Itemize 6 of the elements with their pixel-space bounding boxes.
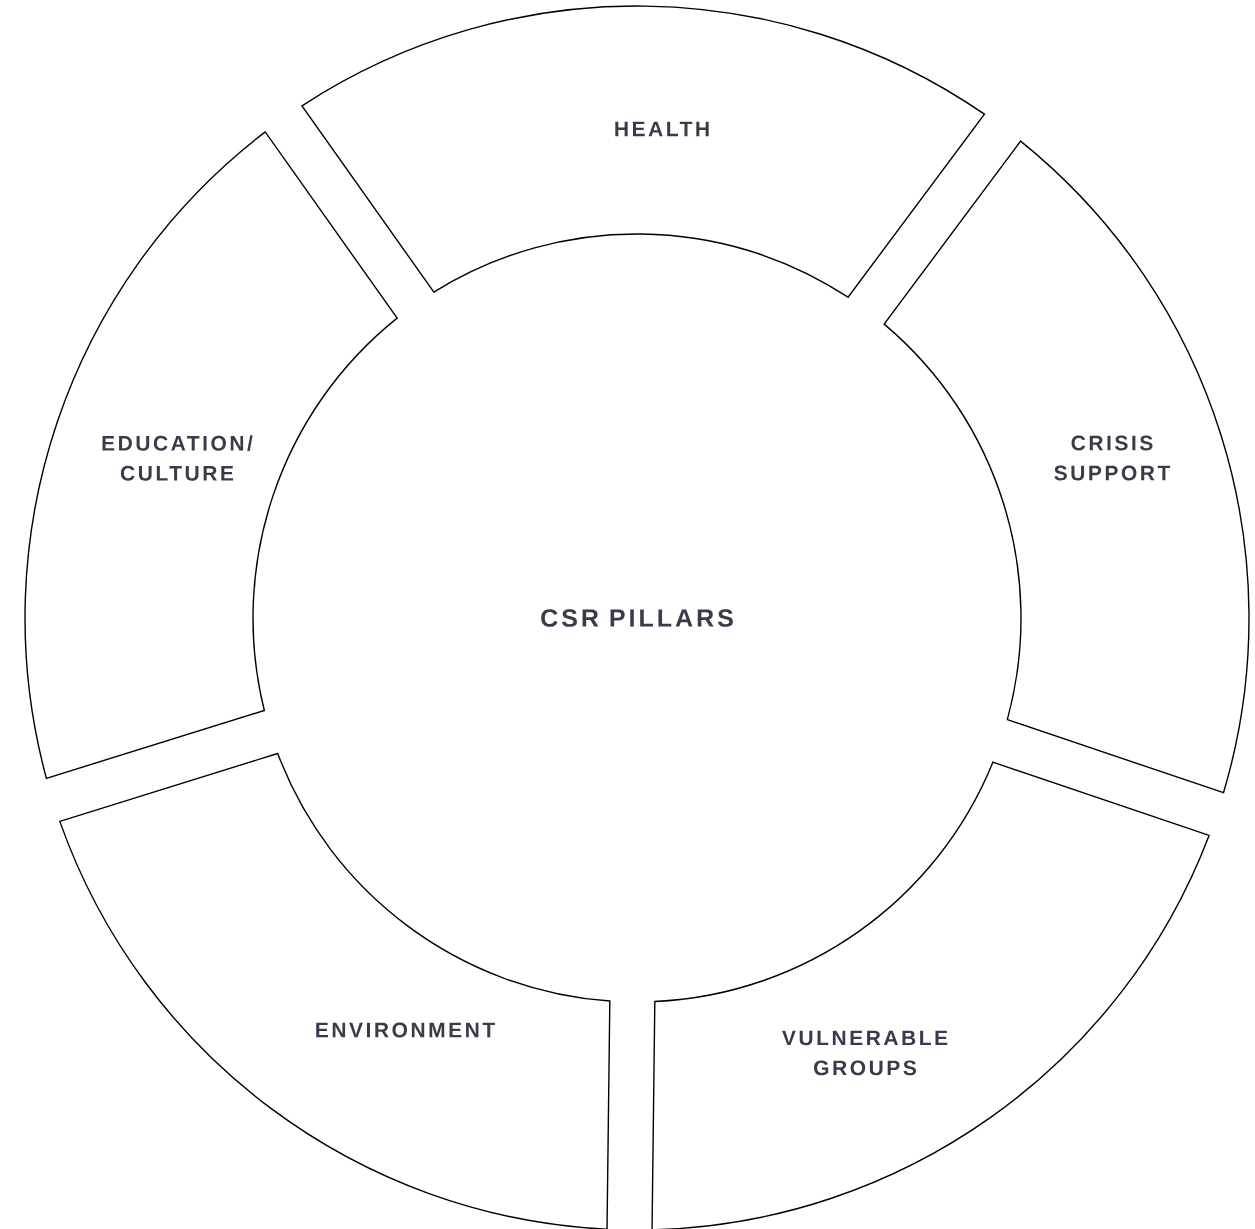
ring-segment: ENVIRONMENT <box>59 752 611 1229</box>
ring-segment: HEALTH <box>301 5 986 298</box>
ring-segment: CRISIS SUPPORT <box>883 140 1250 794</box>
ring-segment: EDUCATION/ CULTURE <box>24 131 398 780</box>
ring-segment: VULNERABLE GROUPS <box>651 761 1210 1229</box>
center-label: CSR PILLARS <box>541 609 733 627</box>
